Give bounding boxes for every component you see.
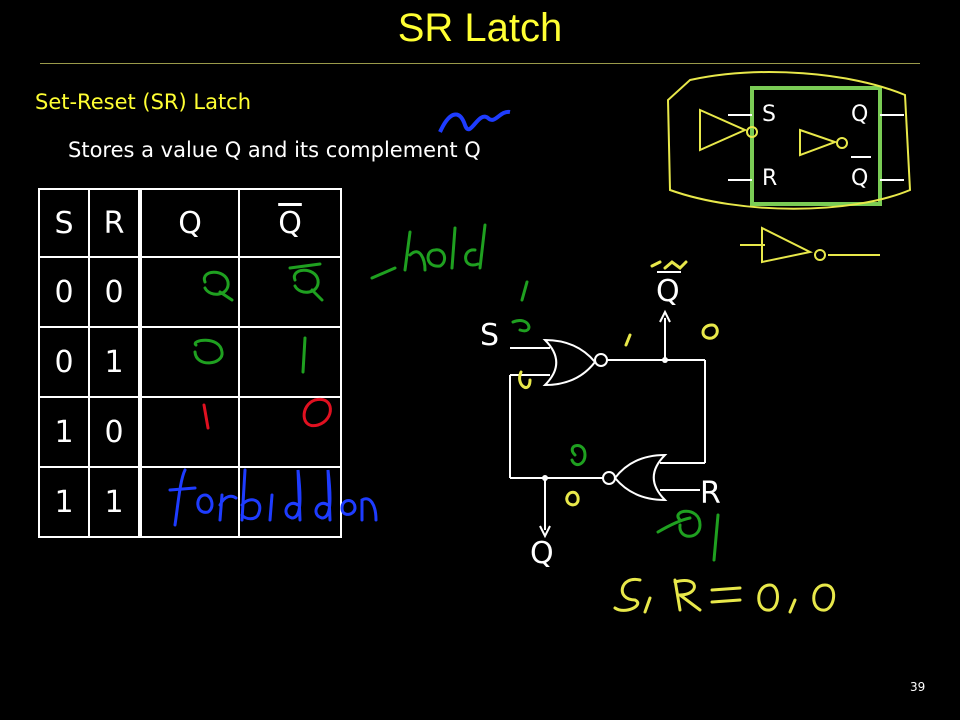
latch-symbol-box	[750, 86, 882, 206]
slide-title: SR Latch	[397, 6, 563, 50]
yellow-handwriting	[518, 260, 836, 614]
blue-handwriting	[168, 468, 378, 527]
junction-dot	[542, 475, 548, 481]
circuit-q-bottom-label: Q	[530, 536, 554, 571]
symbol-s-label: S	[762, 102, 776, 127]
header-q: Q	[139, 188, 240, 258]
header-s: S	[38, 188, 90, 258]
nor-gate-bottom	[510, 453, 705, 502]
table-row: 1 1	[38, 466, 342, 538]
symbol-r-label: R	[762, 166, 778, 191]
cell-q	[139, 466, 240, 538]
bullet-set-reset: Set-Reset (SR) Latch	[35, 90, 252, 114]
title-divider	[40, 63, 920, 64]
blue-scribble	[438, 109, 511, 133]
cell-r: 0	[88, 256, 142, 328]
cell-s: 1	[38, 466, 90, 538]
page-number: 39	[910, 680, 926, 694]
red-handwriting	[193, 336, 332, 430]
truth-table: S R Q Q 0 0 0 1 1 0 1 1	[38, 188, 342, 538]
table-row: 1 0	[38, 396, 342, 468]
cell-q	[139, 326, 240, 398]
cell-s: 1	[38, 396, 90, 468]
circuit-s-label: S	[480, 318, 500, 353]
nor-gate-top	[510, 338, 705, 387]
cell-qbar	[238, 396, 342, 468]
cell-q	[139, 396, 240, 468]
symbol-q-label: Q	[851, 102, 869, 127]
header-qbar: Q	[238, 188, 342, 258]
table-header-row: S R Q Q	[38, 188, 342, 258]
table-row: 0 1	[38, 326, 342, 398]
bullet-stores-value: Stores a value Q and its complement Q	[68, 138, 481, 162]
yellow-annotation-gates	[666, 71, 912, 264]
cell-r: 1	[88, 466, 142, 538]
symbol-qbar-label: Q	[851, 166, 869, 191]
junction-dot	[662, 357, 668, 363]
header-r: R	[88, 188, 142, 258]
circuit-q-top-label: Q	[656, 274, 680, 309]
cell-s: 0	[38, 326, 90, 398]
circuit-r-label: R	[700, 476, 721, 511]
green-handwriting	[202, 223, 720, 562]
cell-r: 1	[88, 326, 142, 398]
feedback-wires	[509, 309, 706, 539]
cell-r: 0	[88, 396, 142, 468]
cell-s: 0	[38, 256, 90, 328]
cell-qbar	[238, 326, 342, 398]
